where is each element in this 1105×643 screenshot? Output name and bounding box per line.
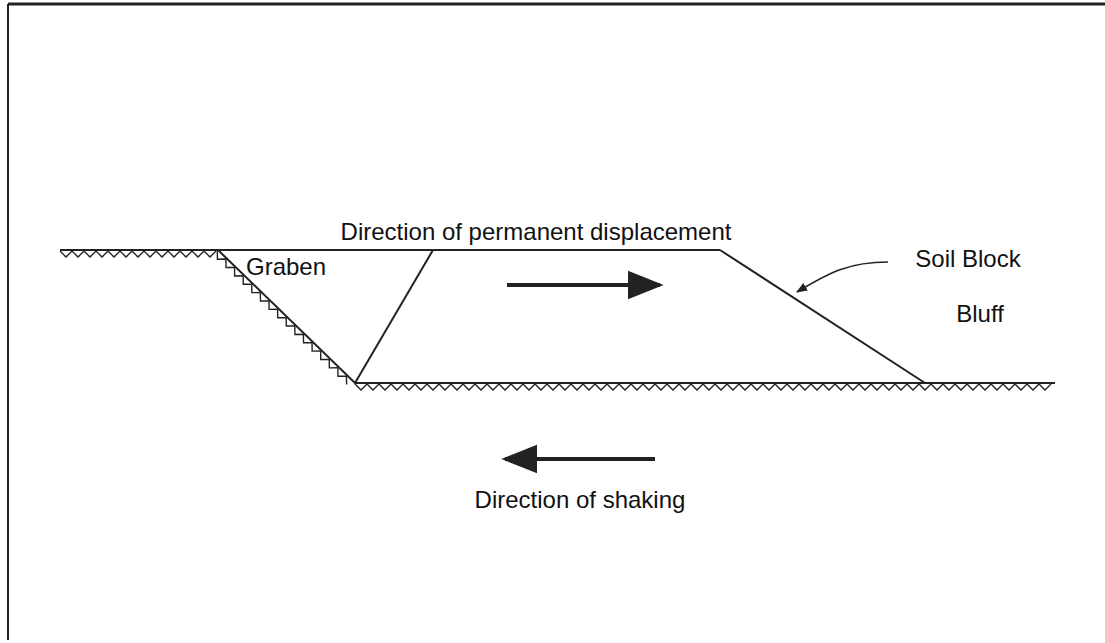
ground-hatching [60,251,1051,390]
frame-top [8,3,1105,6]
region-label: Graben [246,254,326,280]
frame-left [7,4,9,640]
block-top [218,249,720,251]
leader-line [797,262,888,292]
ground-profile [60,250,1055,383]
hatch-zigzag [60,251,216,257]
part-label: Soil Block [915,246,1020,272]
hatch-zigzag [217,251,346,385]
block-face [720,250,925,383]
graben-edge [355,250,433,383]
ground-line [60,250,1055,383]
shaking-arrow [505,457,655,461]
hatch-zigzag [355,384,1051,390]
arrow-caption: Direction of permanent displacement [341,219,732,245]
displacement-arrow [507,283,660,287]
arrow-caption: Direction of shaking [475,487,686,513]
region-label: Bluff [956,301,1004,327]
